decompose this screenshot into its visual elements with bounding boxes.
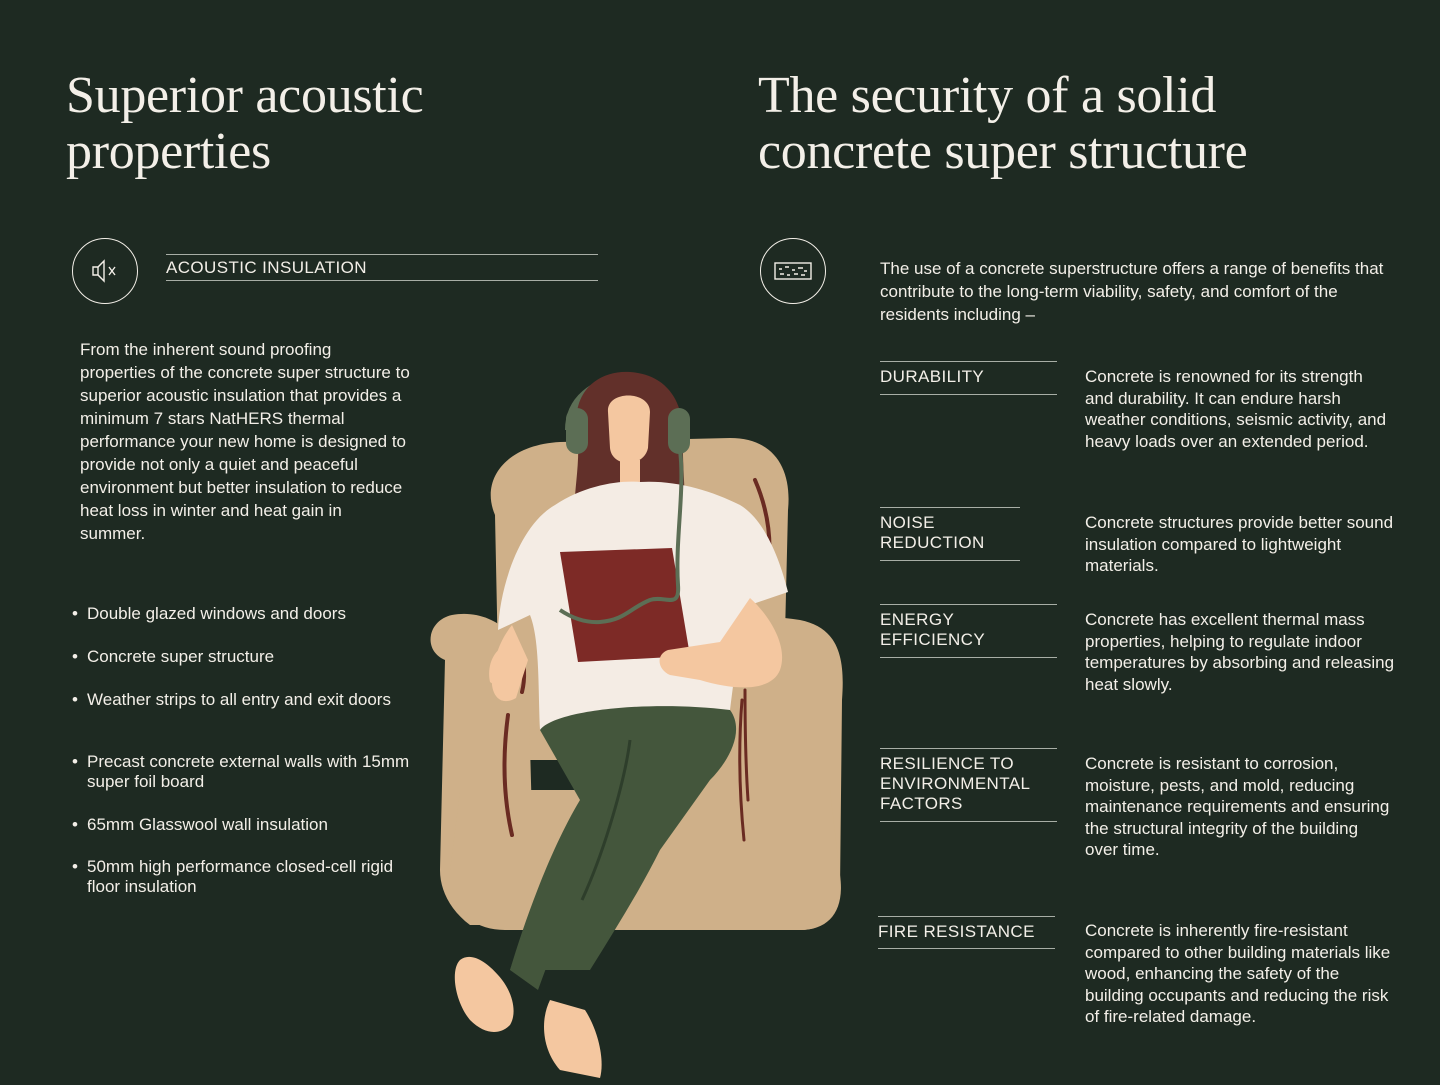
bullet: • bbox=[72, 647, 78, 666]
benefit-divider bbox=[880, 657, 1057, 658]
benefit-description-noise-reduction: Concrete structures provide better sound… bbox=[1085, 513, 1394, 575]
section-divider bbox=[166, 280, 598, 281]
benefit-label-durability: DURABILITY bbox=[880, 367, 985, 386]
benefit-divider bbox=[880, 560, 1020, 561]
bullet: • bbox=[72, 815, 78, 834]
benefit-divider bbox=[880, 748, 1057, 749]
bullet: • bbox=[72, 752, 78, 771]
benefit-label-fire-resistance: FIRE RESISTANCE bbox=[878, 922, 1035, 941]
benefit-label-energy-efficiency: ENERGY EFFICIENCY bbox=[880, 610, 986, 649]
benefit-description-energy-efficiency: Concrete has excellent thermal mass prop… bbox=[1085, 610, 1395, 694]
benefit-divider bbox=[880, 604, 1057, 605]
benefit-description-fire-resistance: Concrete is inherently fire-resistant co… bbox=[1085, 921, 1391, 1026]
list-item-text: Precast concrete external walls with 15m… bbox=[87, 752, 410, 791]
woman-in-armchair-illustration bbox=[400, 330, 870, 1085]
acoustic-insulation-label: ACOUSTIC INSULATION bbox=[166, 258, 367, 277]
list-item-text: 50mm high performance closed-cell rigid … bbox=[87, 857, 394, 896]
section-divider bbox=[166, 254, 598, 255]
benefit-description-resilience: Concrete is resistant to corrosion, mois… bbox=[1085, 754, 1390, 859]
list-item-text: 65mm Glasswool wall insulation bbox=[87, 815, 328, 834]
concrete-slab-icon bbox=[760, 238, 826, 304]
benefit-divider bbox=[880, 821, 1057, 822]
benefit-divider bbox=[878, 916, 1055, 917]
list-item: • 65mm Glasswool wall insulation bbox=[72, 815, 427, 835]
benefit-divider bbox=[880, 361, 1057, 362]
muted-speaker-icon bbox=[72, 238, 138, 304]
benefit-divider bbox=[880, 507, 1020, 508]
bullet: • bbox=[72, 690, 78, 709]
benefit-divider bbox=[880, 394, 1057, 395]
benefit-label-resilience: RESILIENCE TO ENVIRONMENTAL FACTORS bbox=[880, 754, 1030, 813]
list-item-text: Concrete super structure bbox=[87, 647, 275, 666]
list-item: • Precast concrete external walls with 15… bbox=[72, 752, 427, 792]
list-item-text: Weather strips to all entry and exit doo… bbox=[87, 690, 391, 709]
list-item: • 50mm high performance closed-cell rigid… bbox=[72, 857, 427, 897]
left-title: Superior acoustic properties bbox=[66, 67, 424, 180]
list-item: • Double glazed windows and doors bbox=[72, 604, 427, 624]
list-item: • Concrete super structure bbox=[72, 647, 427, 667]
acoustic-paragraph: From the inherent sound proofing propert… bbox=[80, 340, 410, 543]
list-item-text: Double glazed windows and doors bbox=[87, 604, 346, 623]
benefit-description-durability: Concrete is renowned for its strength an… bbox=[1085, 367, 1387, 451]
intro-paragraph: The use of a concrete superstructure off… bbox=[880, 259, 1384, 324]
bullet: • bbox=[72, 604, 78, 623]
list-item: • Weather strips to all entry and exit do… bbox=[72, 690, 427, 710]
right-title: The security of a solid concrete super s… bbox=[758, 67, 1248, 180]
benefit-divider bbox=[878, 948, 1055, 949]
bullet: • bbox=[72, 857, 78, 876]
benefit-label-noise-reduction: NOISE REDUCTION bbox=[880, 513, 985, 552]
